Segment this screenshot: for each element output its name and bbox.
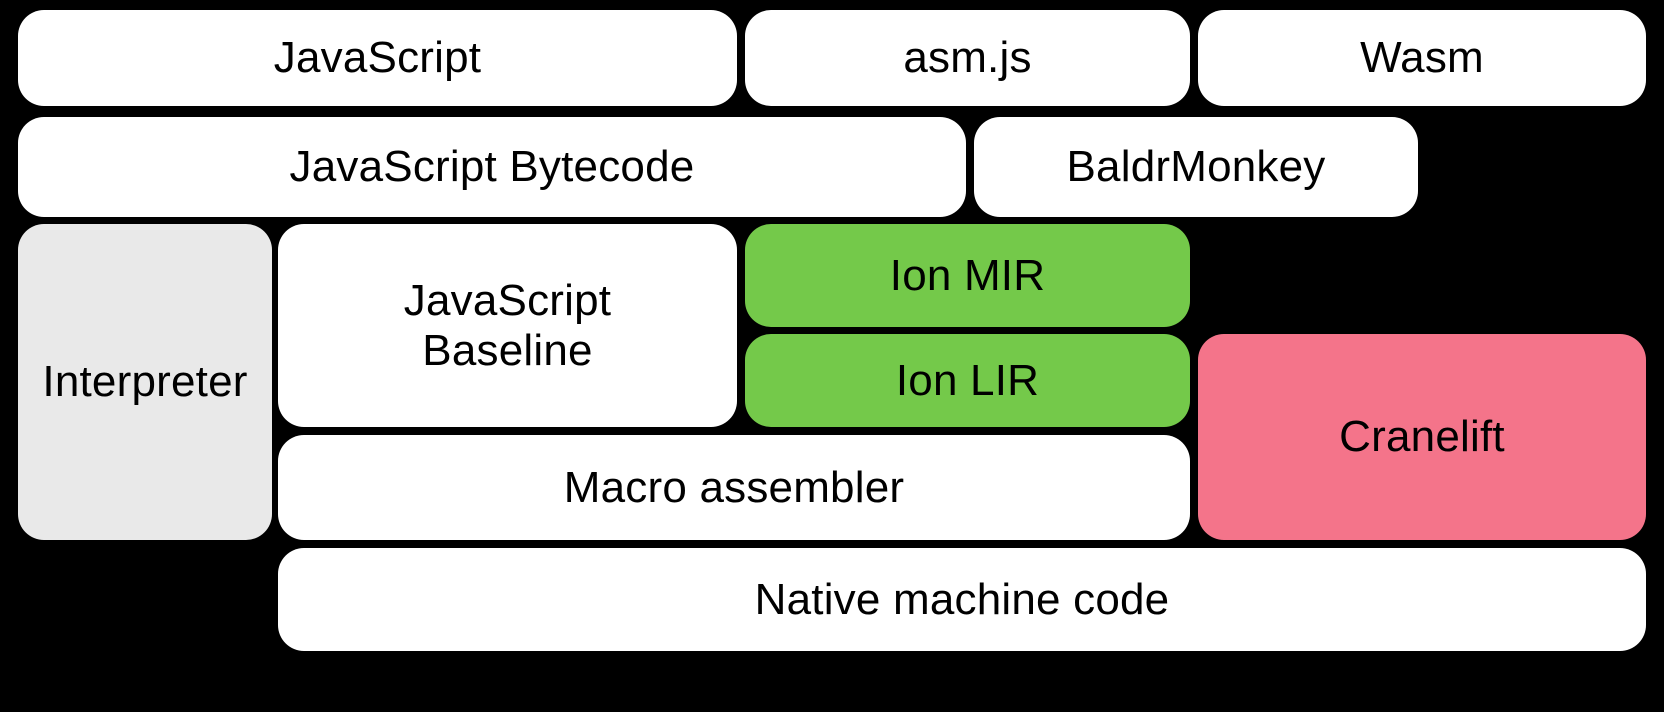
node-macro-assembler: Macro assembler xyxy=(278,435,1190,540)
node-baldrmonkey: BaldrMonkey xyxy=(974,117,1418,217)
node-ion-lir: Ion LIR xyxy=(745,334,1190,427)
node-js-baseline: JavaScript Baseline xyxy=(278,224,737,427)
node-js-bytecode: JavaScript Bytecode xyxy=(18,117,966,217)
node-asmjs: asm.js xyxy=(745,10,1190,106)
node-interpreter: Interpreter xyxy=(18,224,272,540)
node-javascript: JavaScript xyxy=(18,10,737,106)
node-native-machine-code: Native machine code xyxy=(278,548,1646,651)
node-ion-mir: Ion MIR xyxy=(745,224,1190,327)
node-wasm: Wasm xyxy=(1198,10,1646,106)
node-cranelift: Cranelift xyxy=(1198,334,1646,540)
